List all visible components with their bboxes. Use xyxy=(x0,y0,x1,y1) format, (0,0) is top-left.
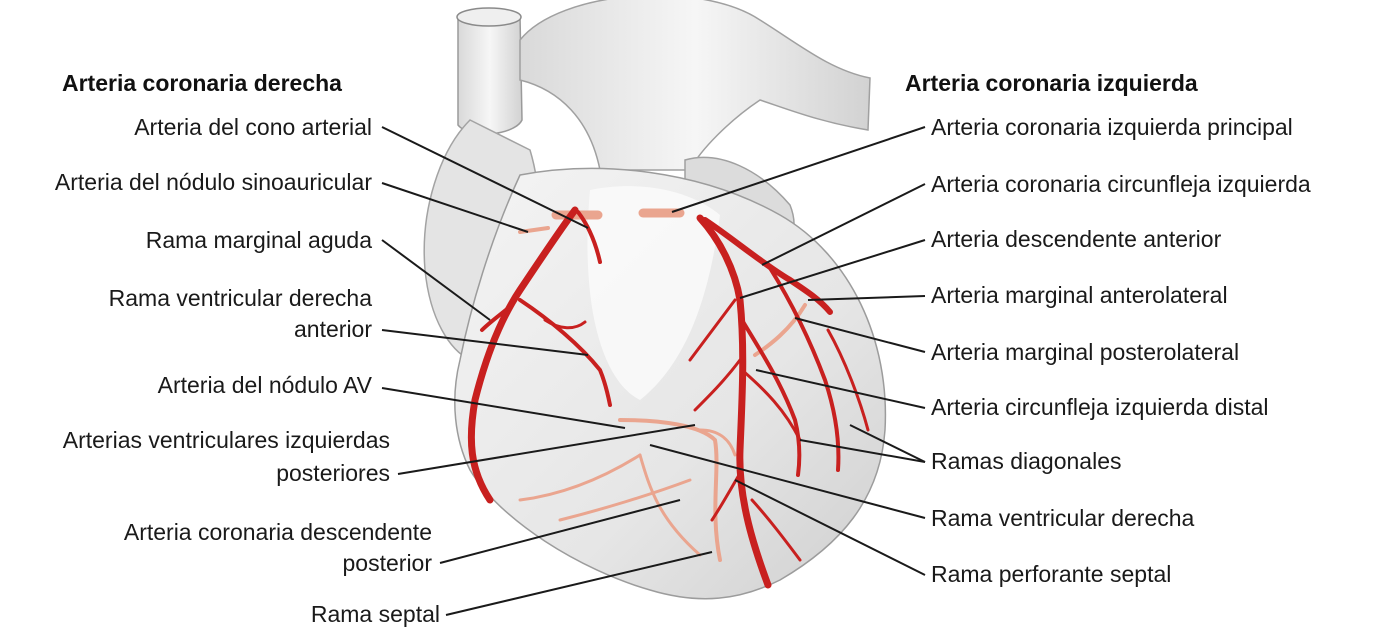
label-nodulo-sinoauricular: Arteria del nódulo sinoauricular xyxy=(55,169,372,195)
label-nodulo-av: Arteria del nódulo AV xyxy=(158,372,373,398)
label-ventricular-derecha-anterior-1: Rama ventricular derecha xyxy=(109,285,373,311)
label-ventricular-derecha: Rama ventricular derecha xyxy=(931,505,1195,531)
label-descendente-anterior: Arteria descendente anterior xyxy=(931,226,1222,252)
label-marginal-anterolateral: Arteria marginal anterolateral xyxy=(931,282,1228,308)
label-ventricular-derecha-anterior-2: anterior xyxy=(294,316,372,342)
aorta xyxy=(458,11,522,134)
label-ventriculares-izq-posteriores-1: Arterias ventriculares izquierdas xyxy=(63,427,390,453)
label-perforante-septal: Rama perforante septal xyxy=(931,561,1171,587)
label-izq-principal: Arteria coronaria izquierda principal xyxy=(931,114,1293,140)
label-marginal-aguda: Rama marginal aguda xyxy=(146,227,373,253)
heading-right-coronary: Arteria coronaria derecha xyxy=(62,70,342,96)
label-ventriculares-izq-posteriores-2: posteriores xyxy=(276,460,390,486)
label-descendente-posterior-2: posterior xyxy=(343,550,433,576)
label-marginal-posterolateral: Arteria marginal posterolateral xyxy=(931,339,1239,365)
pulmonary-trunk xyxy=(520,0,870,170)
label-circunfleja: Arteria coronaria circunfleja izquierda xyxy=(931,171,1311,197)
aorta-opening xyxy=(457,8,521,26)
heading-left-coronary: Arteria coronaria izquierda xyxy=(905,70,1198,96)
label-descendente-posterior-1: Arteria coronaria descendente xyxy=(124,519,432,545)
label-cono-arterial: Arteria del cono arterial xyxy=(134,114,372,140)
label-circunfleja-distal: Arteria circunfleja izquierda distal xyxy=(931,394,1269,420)
label-rama-septal: Rama septal xyxy=(311,601,440,627)
label-ramas-diagonales: Ramas diagonales xyxy=(931,448,1122,474)
